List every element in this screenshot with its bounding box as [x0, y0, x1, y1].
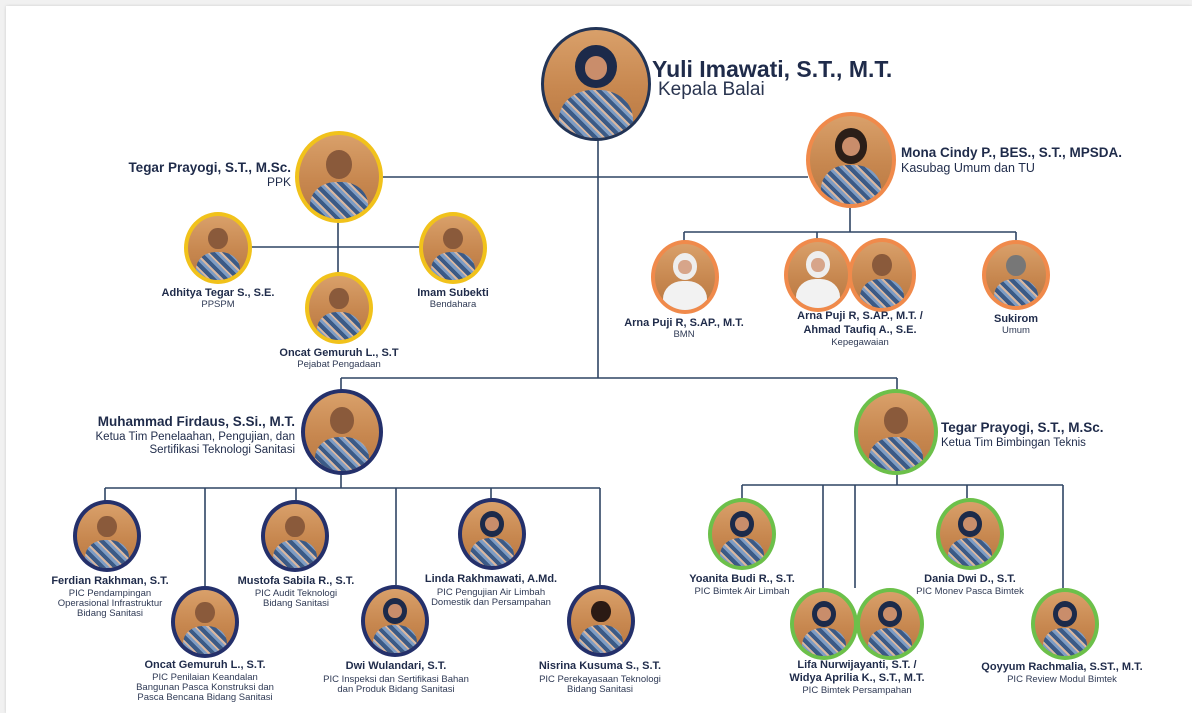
team2-member-name: Dania Dwi D., S.T. [924, 573, 1016, 585]
team1-member-role-3: Pasca Bencana Bidang Sanitasi [137, 692, 273, 703]
team2-member-name: Lifa Nurwijayanti, S.T. / [797, 659, 917, 671]
head-name: Yuli Imawati, S.T., M.T. [652, 56, 893, 82]
team1-member-role: PIC Pengujian Air Limbah [436, 587, 546, 598]
kasubag-role: Kasubag Umum dan TU [901, 161, 1035, 175]
ppk-name: Tegar Prayogi, S.T., M.Sc. [128, 160, 291, 175]
ppk-staff-name: Adhitya Tegar S., S.E. [161, 287, 275, 299]
ppk-staff-name: Oncat Gemuruh L., S.T [279, 347, 399, 359]
ppk-staff-role: Pejabat Pengadaan [297, 359, 381, 370]
head-role: Kepala Balai [658, 79, 765, 100]
team1-lead-name: Muhammad Firdaus, S.Si., M.T. [97, 414, 295, 429]
tu-staff-name: Arna Puji R, S.AP., M.T. / [797, 310, 923, 322]
ppk-staff-photo [419, 212, 487, 284]
team2-member-photo [856, 588, 924, 660]
team1-member-photo [171, 586, 239, 658]
team2-member-name-2: Widya Aprilia K., S.T., M.T. [789, 672, 925, 684]
team2-lead-role: Ketua Tim Bimbingan Teknis [941, 437, 1086, 449]
team2-member-role: PIC Bimtek Persampahan [802, 685, 912, 696]
team1-member-name: Ferdian Rakhman, S.T. [51, 575, 169, 587]
tu-staff-photo [982, 240, 1050, 310]
team1-lead-role-2: Sertifikasi Teknologi Sanitasi [149, 444, 295, 456]
ppk-role: PPK [266, 175, 291, 189]
head-photo [541, 27, 651, 141]
team1-member-role-2: Operasional Infrastruktur [57, 598, 163, 609]
tu-staff-photo [784, 238, 852, 312]
team1-member-role-2: Bidang Sanitasi [566, 684, 634, 695]
ppk-staff-photo [305, 272, 373, 344]
team2-member-role: PIC Review Modul Bimtek [1007, 674, 1117, 685]
team1-member-role: PIC Perekayasaan Teknologi [539, 674, 661, 685]
team1-member-role-2: Bangunan Pasca Konstruksi dan [136, 682, 274, 693]
team1-member-name: Mustofa Sabila R., S.T. [237, 575, 355, 587]
ppk-staff-role: PPSPM [201, 299, 235, 310]
tu-staff-role: BMN [673, 329, 695, 340]
team1-member-role-2: dan Produk Bidang Sanitasi [337, 684, 455, 695]
team1-lead-photo [301, 389, 383, 475]
team1-member-photo [261, 500, 329, 572]
team1-member-photo [73, 500, 141, 572]
team1-member-name: Linda Rakhmawati, A.Md. [424, 573, 558, 585]
tu-staff-role: Umum [1002, 325, 1030, 336]
team2-member-name: Yoanita Budi R., S.T. [689, 573, 795, 585]
ppk-staff-name: Imam Subekti [417, 287, 489, 299]
team2-member-photo [1031, 588, 1099, 660]
team1-member-role: PIC Pendampingan [68, 588, 152, 599]
tu-staff-photo [848, 238, 916, 312]
team1-member-name: Dwi Wulandari, S.T. [345, 660, 447, 672]
team1-member-photo [361, 585, 429, 657]
team2-member-photo [708, 498, 776, 570]
team2-member-photo [790, 588, 858, 660]
team1-member-role: PIC Inspeksi dan Sertifikasi Bahan [323, 674, 469, 685]
team2-member-role: PIC Monev Pasca Bimtek [916, 586, 1024, 597]
tu-staff-role: Kepegawaian [831, 337, 889, 348]
tu-staff-photo [651, 240, 719, 314]
ppk-staff-role: Bendahara [429, 299, 477, 310]
tu-staff-name-2: Ahmad Taufiq A., S.E. [803, 324, 917, 336]
team1-member-role-2: Bidang Sanitasi [262, 598, 330, 609]
kasubag-name: Mona Cindy P., BES., S.T., MPSDA. [901, 145, 1123, 160]
team1-member-name: Nisrina Kusuma S., S.T. [538, 660, 662, 672]
team1-member-role-3: Bidang Sanitasi [76, 608, 144, 619]
team1-member-role-2: Domestik dan Persampahan [431, 597, 551, 608]
team1-member-photo [458, 498, 526, 570]
ppk-staff-photo [184, 212, 252, 284]
tu-staff-name: Arna Puji R, S.AP., M.T. [624, 317, 744, 329]
team1-member-photo [567, 585, 635, 657]
ppk-photo [295, 131, 383, 223]
kasubag-photo [806, 112, 896, 208]
team2-member-role: PIC Bimtek Air Limbah [694, 586, 790, 597]
team1-member-role: PIC Audit Teknologi [254, 588, 338, 599]
team2-member-name: Qoyyum Rachmalia, S.ST., M.T. [981, 661, 1143, 673]
team1-member-role: PIC Penilaian Keandalan [152, 672, 258, 683]
team2-member-photo [936, 498, 1004, 570]
team2-lead-photo [854, 389, 938, 475]
team1-lead-role: Ketua Tim Penelaahan, Pengujian, dan [95, 431, 295, 443]
tu-staff-name: Sukirom [993, 313, 1038, 325]
team1-member-name: Oncat Gemuruh L., S.T. [144, 659, 266, 671]
team2-lead-name: Tegar Prayogi, S.T., M.Sc. [941, 420, 1104, 435]
